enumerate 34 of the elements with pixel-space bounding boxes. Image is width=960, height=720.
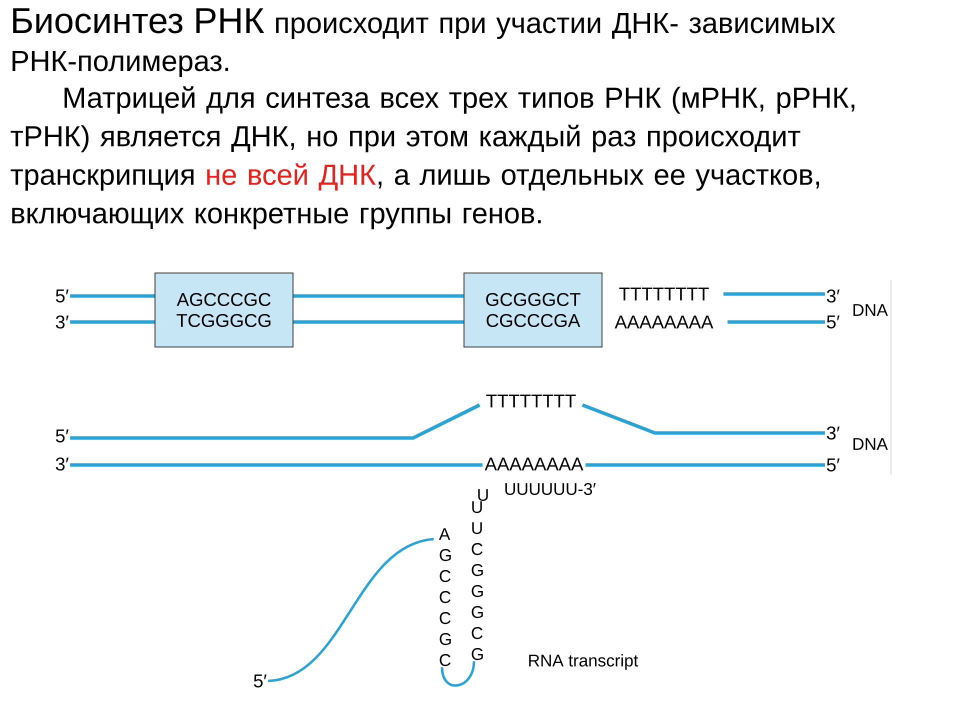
body-paragraph: Матрицей для синтеза всех трех типов РНК (мРНК, рРНК, тРНК) является ДНК, но при этом каждый раз происходит транскрипция не всей ДНК, а лишь отдельных ее участков, включающих конкретные группы генов. bbox=[10, 86, 854, 230]
dna-strand bbox=[294, 320, 464, 324]
strand-name: DNA bbox=[853, 438, 888, 450]
sequence-text: UUUUUU-3′ bbox=[505, 482, 596, 496]
sequence-text: TTTTTTTT bbox=[619, 288, 709, 300]
base-column: A G C C C G C bbox=[438, 528, 451, 666]
sequence-text: TTTTTTTT bbox=[486, 394, 576, 408]
sequence-text: AAAAAAAA bbox=[484, 458, 584, 470]
strand-end-label: 3′ bbox=[56, 315, 69, 329]
dna-strand bbox=[70, 294, 154, 298]
rna-label: RNA transcript bbox=[529, 654, 638, 670]
base-column: U U C G G G C G bbox=[472, 501, 483, 660]
strand-end-label: 5′ bbox=[56, 290, 69, 302]
rna-strand bbox=[440, 661, 476, 687]
dna-strand bbox=[70, 463, 482, 467]
dna-strand bbox=[294, 294, 464, 298]
dna-strand bbox=[586, 463, 825, 467]
sequence-box: GCGGGCT CGCCCGA bbox=[464, 272, 602, 348]
strand-end-label: 5′ bbox=[56, 430, 69, 442]
dna-strand bbox=[582, 403, 825, 435]
strand-end-label: 5′ bbox=[826, 458, 840, 472]
intro-paragraph: Биосинтез РНК происходит при участии ДНК- зависимых РНК-полимераз. bbox=[12, 8, 836, 77]
strand-end-label: 3′ bbox=[826, 289, 840, 303]
strand-end-label: 5′ bbox=[254, 674, 267, 688]
strand-end-label: 3′ bbox=[826, 426, 840, 440]
sequence-box: AGCCCGC TCGGGCG bbox=[154, 272, 294, 348]
dna-strand bbox=[70, 320, 154, 324]
sequence-text: AAAAAAAA bbox=[614, 316, 714, 328]
dna-strand bbox=[70, 403, 480, 440]
strand-end-label: 3′ bbox=[56, 457, 69, 471]
strand-name: DNA bbox=[853, 304, 888, 316]
strand-end-label: 5′ bbox=[826, 316, 840, 328]
rna-strand bbox=[268, 538, 434, 682]
base-letter: U bbox=[478, 489, 488, 501]
